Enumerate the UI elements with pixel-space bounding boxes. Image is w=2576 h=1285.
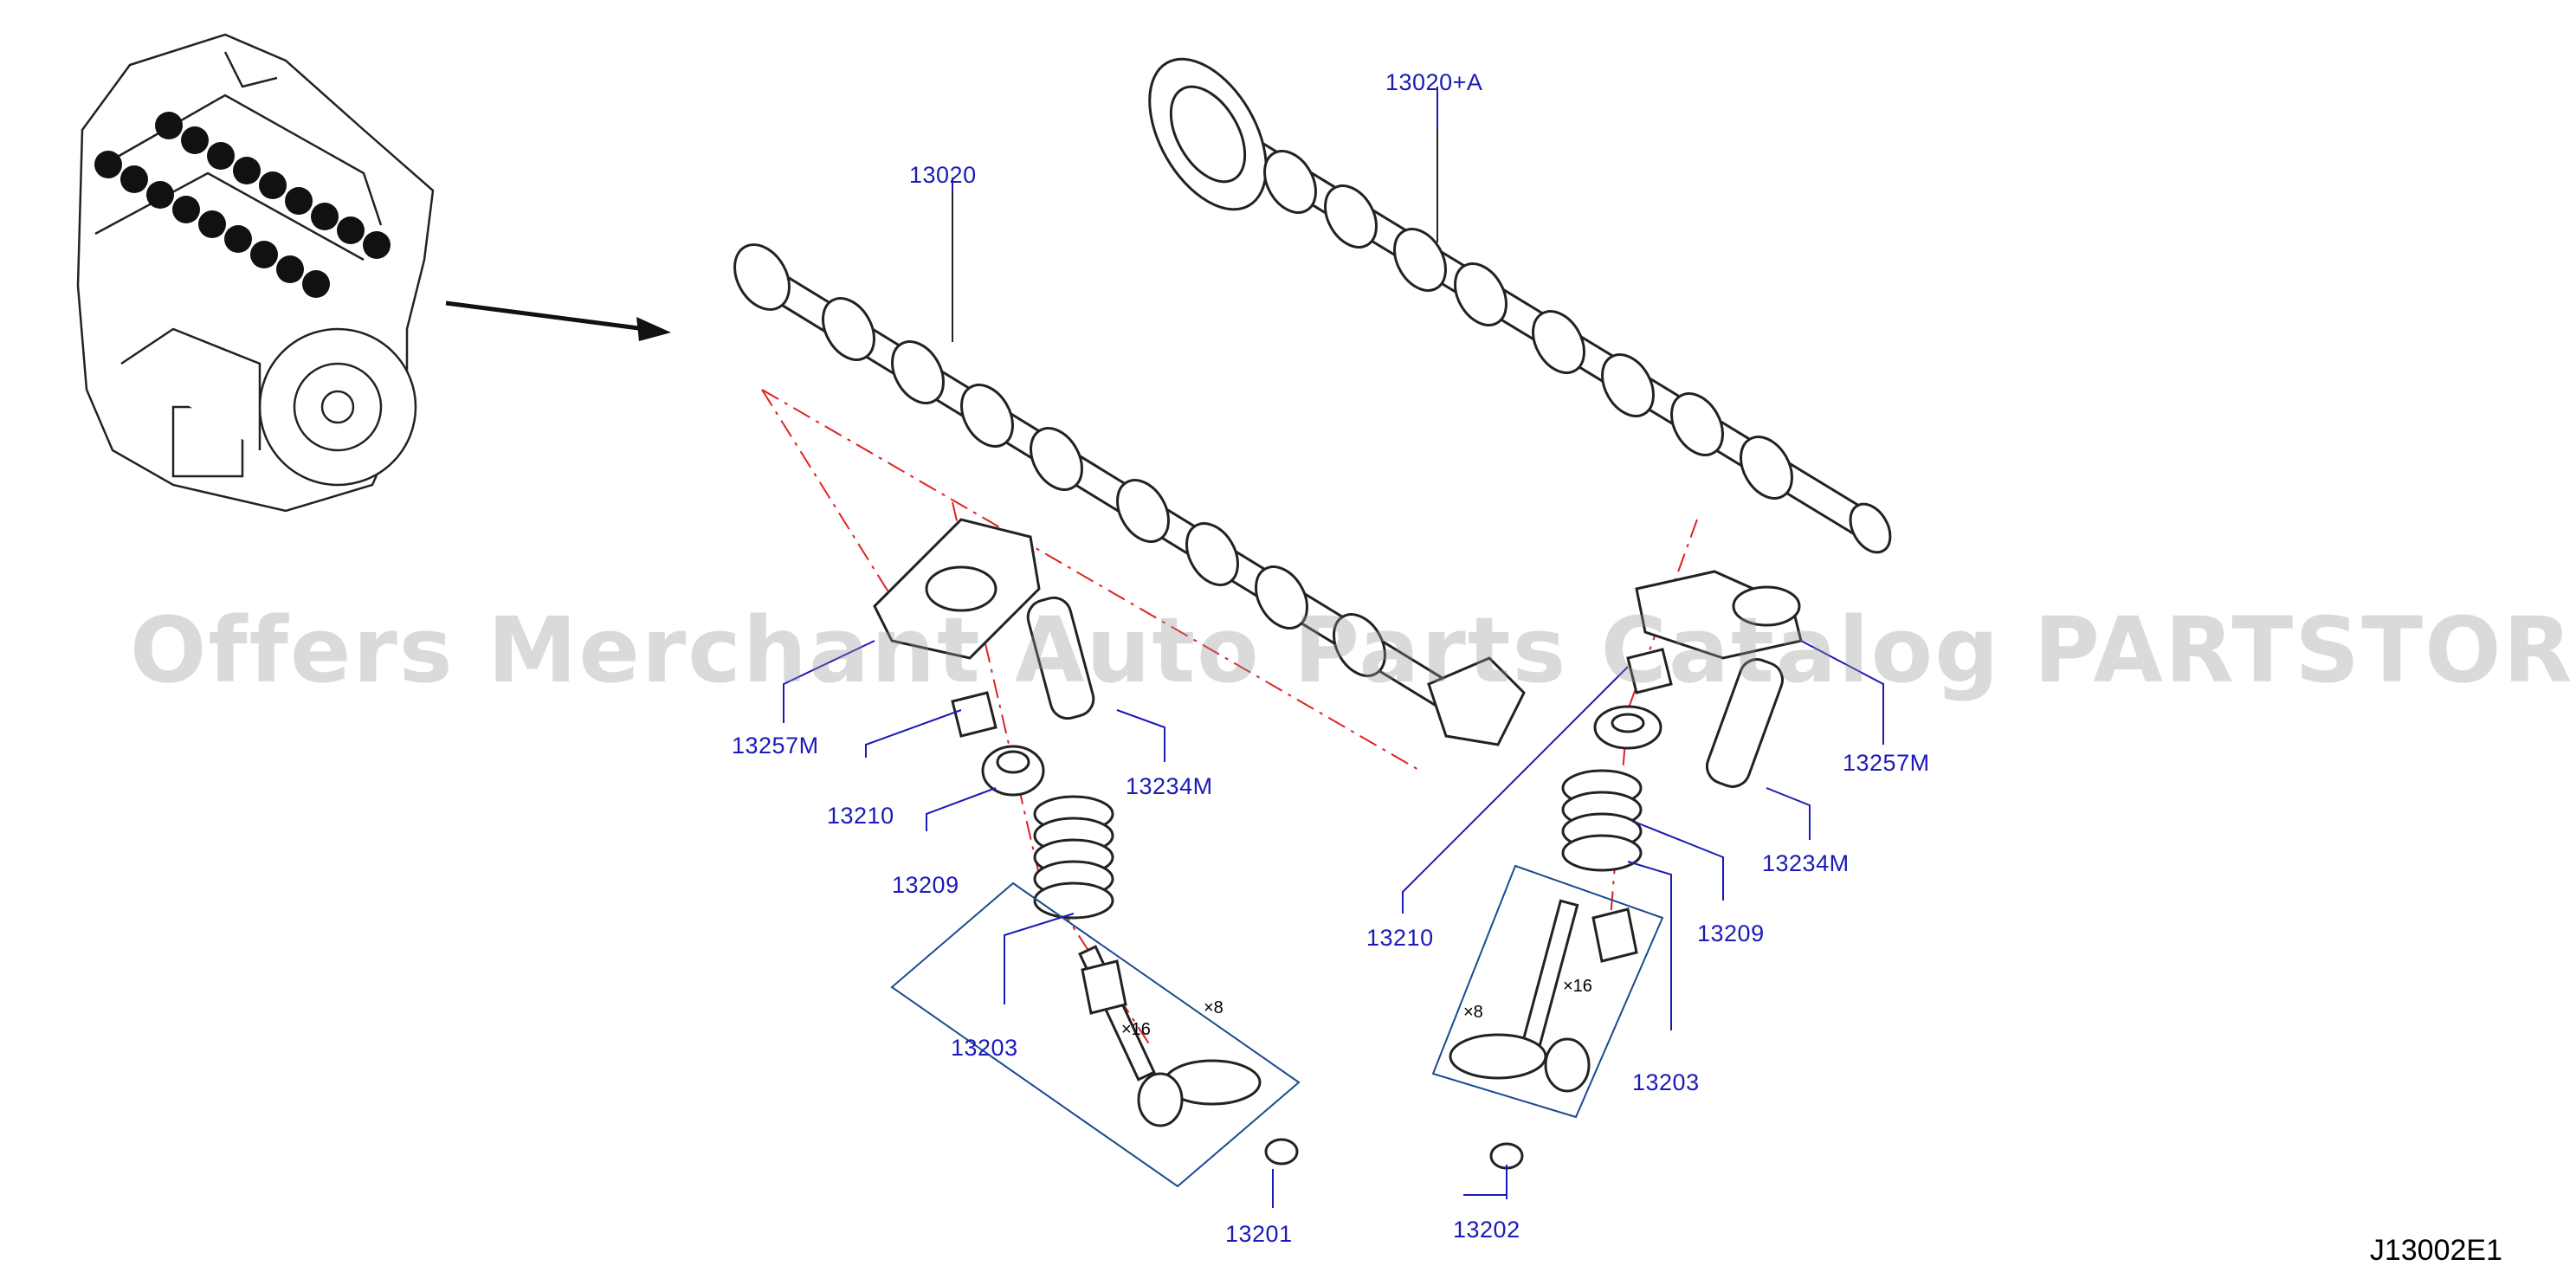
part-label-retainer-left[interactable]: 13210 — [827, 803, 894, 829]
part-label-rocker-left[interactable]: 13257M — [732, 733, 819, 759]
part-label-camshaft-a[interactable]: 13020+A — [1385, 69, 1483, 95]
part-label-valve-intake[interactable]: 13201 — [1225, 1221, 1293, 1247]
part-label-lash-adjuster-right[interactable]: 13234M — [1762, 850, 1850, 876]
camshaft-drawing — [733, 186, 1526, 746]
part-label-valve-exhaust[interactable]: 13202 — [1453, 1217, 1520, 1243]
qty-valve-right: ×8 — [1463, 1003, 1483, 1022]
qty-collet-right: ×16 — [1563, 977, 1592, 996]
pointer-arrow-icon — [445, 300, 671, 341]
camshaft-a-drawing — [1148, 57, 1892, 554]
part-label-lash-adjuster-left[interactable]: 13234M — [1126, 773, 1213, 799]
qty-valve-left: ×8 — [1204, 998, 1223, 1017]
part-label-retainer-right[interactable]: 13210 — [1366, 925, 1434, 951]
part-label-spring-seat-right[interactable]: 13209 — [1697, 920, 1765, 946]
part-label-camshaft[interactable]: 13020 — [909, 162, 977, 188]
part-label-spring-right[interactable]: 13203 — [1632, 1069, 1700, 1095]
engine-overview-icon — [76, 33, 435, 513]
leader-lines — [783, 87, 1884, 1208]
left-valvetrain-drawing — [873, 518, 1301, 1188]
right-valvetrain-drawing — [1431, 570, 1803, 1170]
part-label-spring-seat-left[interactable]: 13209 — [892, 872, 959, 898]
part-label-spring-left[interactable]: 13203 — [951, 1035, 1018, 1061]
diagram-code: J13002E1 — [2369, 1234, 2502, 1267]
part-label-rocker-right[interactable]: 13257M — [1843, 750, 1930, 776]
qty-collet-left: ×16 — [1121, 1020, 1151, 1039]
